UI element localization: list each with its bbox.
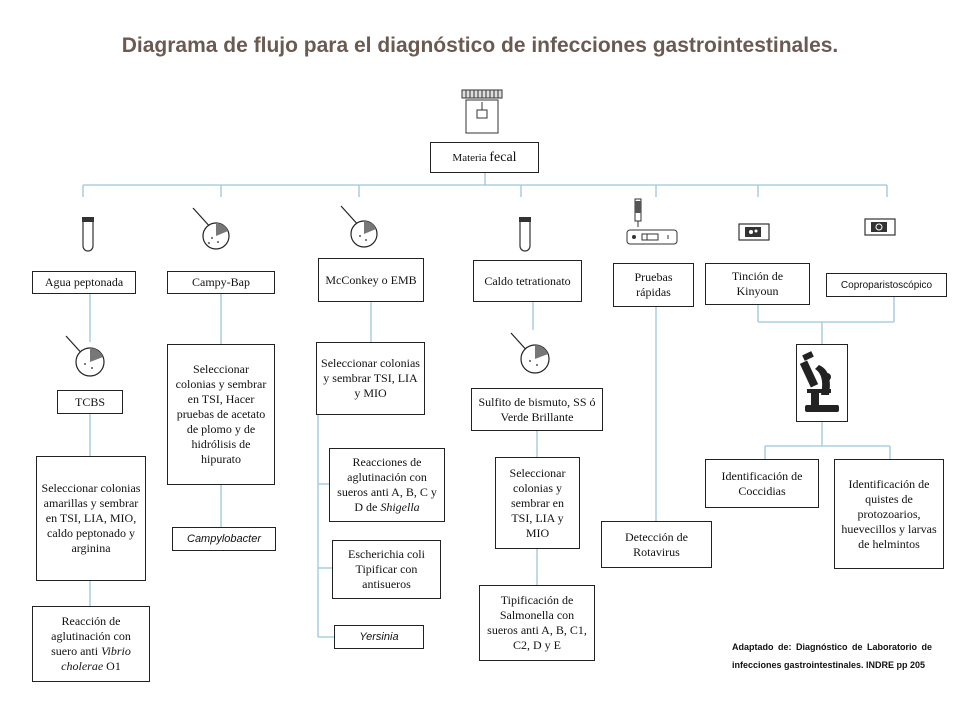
slide-icon <box>738 223 770 241</box>
source-credit: Adaptado de: Diagnóstico de Laboratorio … <box>732 642 932 670</box>
petri-dish-icon <box>340 205 378 248</box>
test-tube-icon <box>82 217 94 252</box>
node-coccidias: Identificación de Coccidias <box>705 459 819 508</box>
node-mcconkey: McConkey o EMB <box>318 258 424 302</box>
node-vibrio-reaccion: Reacción de aglutinación con suero anti … <box>32 606 150 682</box>
node-salm-medio: Sulfito de bismuto, SS ó Verde Brillante <box>471 388 603 431</box>
node-pruebas-rapidas: Pruebas rápidas <box>613 263 694 307</box>
node-caldo-tetrationato: Caldo tetrationato <box>473 260 582 302</box>
microscope-icon <box>799 351 839 412</box>
node-tcbs: TCBS <box>57 390 123 414</box>
node-quistes: Identificación de quistes de protozoario… <box>834 459 944 569</box>
node-campy-seleccionar: Seleccionar colonias y sembrar en TSI, H… <box>167 344 275 485</box>
petri-dish-icon <box>192 207 230 250</box>
root-label-pre: Materia <box>452 151 490 164</box>
diagram-title: Diagrama de flujo para el diagnóstico de… <box>121 34 839 57</box>
vibrio-serogroup: O1 <box>103 659 121 673</box>
node-yersinia: Yersinia <box>334 625 424 649</box>
shigella-genus: Shigella <box>380 500 420 514</box>
petri-dish-icon <box>65 335 105 377</box>
node-rotavirus: Detección de Rotavirus <box>601 521 712 568</box>
node-ecoli: Escherichia coli Tipificar con antisuero… <box>332 540 441 599</box>
node-salm-tipificacion: Tipificación de Salmonella con sueros an… <box>479 585 595 661</box>
vibrio-species: Vibrio cholerae <box>61 644 131 673</box>
node-campylobacter: Campylobacter <box>172 527 276 551</box>
node-campy-bap: Campy-Bap <box>167 271 275 294</box>
node-salm-seleccionar: Seleccionar colonias y sembrar en TSI, L… <box>495 457 580 549</box>
node-tincion-kinyoun: Tinción de Kinyoun <box>705 263 810 305</box>
microscope-box <box>796 344 848 422</box>
vibrio-reaccion-text: Reacción de aglutinación con suero anti <box>51 614 131 658</box>
node-materia-fecal: Materia fecal <box>430 142 539 173</box>
node-mcc-seleccionar: Seleccionar colonias y sembrar TSI, LIA … <box>316 342 425 415</box>
specimen-cup-icon <box>461 89 503 134</box>
node-vibrio-seleccionar: Seleccionar colonias amarillas y sembrar… <box>36 456 146 581</box>
rapid-test-icon <box>626 198 678 245</box>
node-shigella: Reacciones de aglutinación con sueros an… <box>329 448 445 522</box>
node-coproparistoscopico: Coproparistoscópico <box>826 273 947 297</box>
slide-icon <box>864 218 896 236</box>
test-tube-icon <box>519 217 531 252</box>
shigella-text: Reacciones de aglutinación con sueros an… <box>337 455 437 514</box>
node-agua-peptonada: Agua peptonada <box>32 271 136 294</box>
petri-dish-icon <box>510 332 550 374</box>
root-label-post: fecal <box>489 149 517 165</box>
